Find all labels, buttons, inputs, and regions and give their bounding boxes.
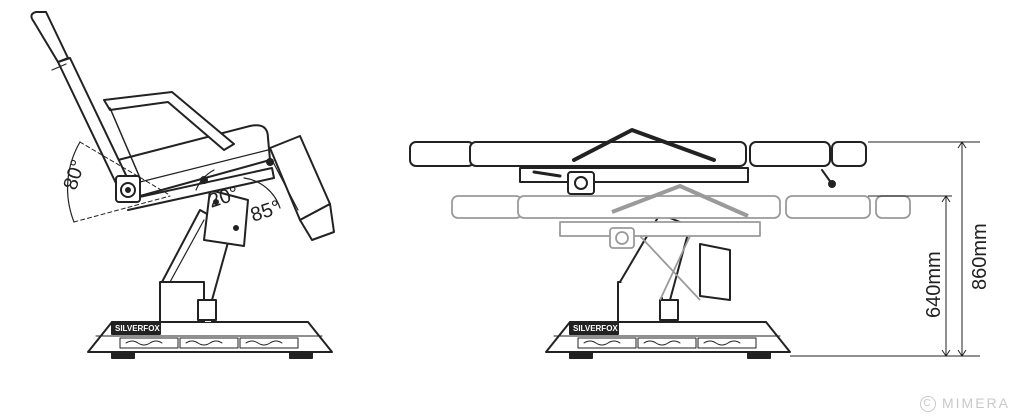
max-height-label: 860mm [969,223,991,290]
watermark: C MIMERA [920,395,1010,412]
lowered-position-ghost [451,184,911,301]
brand-label-right: SILVERFOX [573,324,618,333]
min-height-label: 640mm [923,251,945,318]
backrest-angle-arc [67,141,81,223]
height-dimensions [790,141,980,357]
legrest-angle-label: 85° [248,196,284,226]
watermark-text: MIMERA [942,394,1010,411]
reclined-chair-view [30,11,335,359]
copyright-icon: C [920,396,936,412]
seat-angle-arc [195,169,215,191]
raised-position [409,128,867,195]
backrest-angle-label: 80° [60,157,90,193]
brand-label-left: SILVERFOX [115,324,160,333]
